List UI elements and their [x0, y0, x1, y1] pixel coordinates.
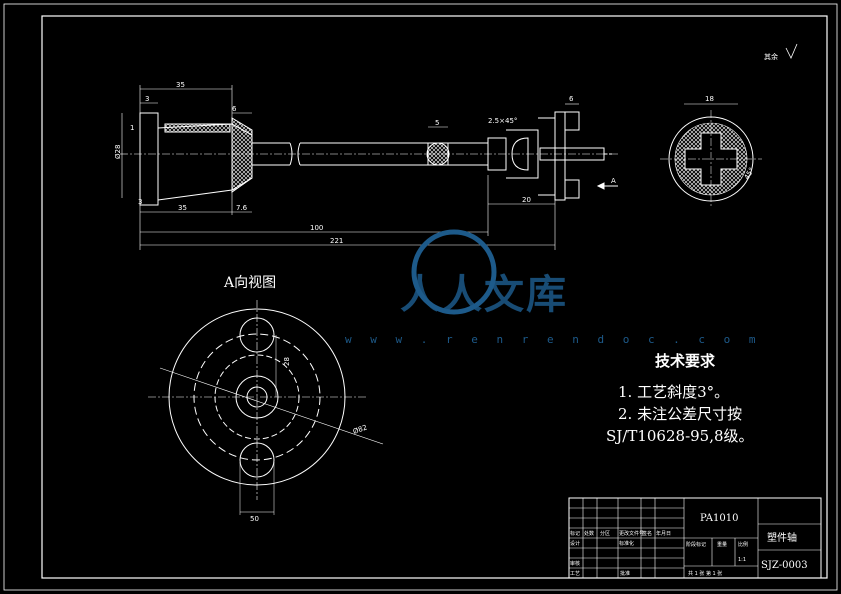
svg-text:18: 18 — [705, 95, 714, 103]
title-block-main: PA1010 塑件轴 SJZ-0003 — [700, 513, 808, 571]
svg-text:重量: 重量 — [717, 541, 727, 548]
svg-text:更改文件号: 更改文件号 — [619, 530, 644, 537]
svg-text:比例: 比例 — [738, 541, 748, 548]
svg-text:Ø28: Ø28 — [114, 145, 122, 159]
a-view — [148, 300, 384, 515]
watermark-url: w w w . r e n r e n d o c . c o m — [345, 333, 762, 346]
end-view — [660, 103, 762, 208]
svg-text:20: 20 — [522, 196, 531, 204]
svg-text:签名: 签名 — [642, 530, 652, 537]
svg-text:A: A — [611, 177, 616, 185]
svg-text:处数: 处数 — [584, 530, 594, 537]
svg-text:2.5×45°: 2.5×45° — [488, 117, 517, 125]
a-view-dim-text: 28 Ø82 50 — [250, 357, 368, 523]
title-block-grid — [568, 497, 822, 579]
svg-text:设计: 设计 — [570, 540, 580, 547]
svg-text:共 1 张 第 1 张: 共 1 张 第 1 张 — [688, 570, 722, 577]
tech-req-line-3: SJ/T10628-95,8级。 — [606, 427, 754, 445]
svg-text:28: 28 — [283, 357, 291, 366]
svg-text:1: 1 — [130, 124, 134, 132]
title-block-labels: 标记 处数 分区 更改文件号 签名 年月日 设计 标准化 审核 工艺 批准 阶段… — [570, 530, 748, 577]
main-view-dim-text: 35 3 6 1 Ø28 3 35 7.6 100 221 5 2.5×45° … — [114, 81, 616, 245]
technical-requirements: 技术要求 1. 工艺斜度3°。 2. 未注公差尺寸按 SJ/T10628-95,… — [600, 350, 800, 447]
svg-text:标准化: 标准化 — [619, 540, 634, 547]
part-name: 塑件轴 — [767, 531, 797, 544]
tech-req-line-2: 2. 未注公差尺寸按 — [618, 405, 743, 423]
svg-text:6: 6 — [232, 105, 237, 113]
svg-text:100: 100 — [310, 224, 323, 232]
main-view-dimensions — [121, 85, 579, 250]
svg-text:3: 3 — [138, 198, 142, 206]
svg-text:阶段标记: 阶段标记 — [686, 541, 706, 548]
material-label: PA1010 — [700, 513, 738, 524]
svg-text:35: 35 — [176, 81, 185, 89]
svg-text:Ø82: Ø82 — [352, 423, 368, 435]
svg-text:35: 35 — [178, 204, 187, 212]
svg-text:标记: 标记 — [570, 530, 580, 537]
svg-text:221: 221 — [330, 237, 343, 245]
svg-text:5: 5 — [435, 119, 439, 127]
svg-text:6: 6 — [569, 95, 574, 103]
outer-border — [3, 3, 838, 591]
svg-text:年月日: 年月日 — [656, 530, 671, 537]
svg-text:其余: 其余 — [764, 52, 778, 61]
watermark-logo — [411, 229, 497, 315]
svg-text:7.6: 7.6 — [236, 204, 248, 212]
a-view-label: A向视图 — [224, 275, 277, 291]
svg-text:工艺: 工艺 — [570, 571, 580, 577]
svg-text:3: 3 — [145, 95, 149, 103]
roughness-symbol: 其余 — [764, 43, 798, 61]
svg-text:1:1: 1:1 — [738, 557, 746, 563]
svg-text:批准: 批准 — [620, 570, 630, 577]
shaft-main-view — [120, 111, 620, 206]
tech-req-line-1: 1. 工艺斜度3°。 — [618, 383, 730, 401]
svg-text:50: 50 — [250, 515, 259, 523]
drawing-number: SJZ-0003 — [761, 560, 808, 571]
tech-req-title: 技术要求 — [655, 352, 716, 370]
watermark-text: 人人文库 — [400, 272, 568, 318]
svg-text:审核: 审核 — [570, 560, 580, 567]
inner-border — [41, 15, 828, 579]
svg-text:分区: 分区 — [600, 530, 610, 537]
